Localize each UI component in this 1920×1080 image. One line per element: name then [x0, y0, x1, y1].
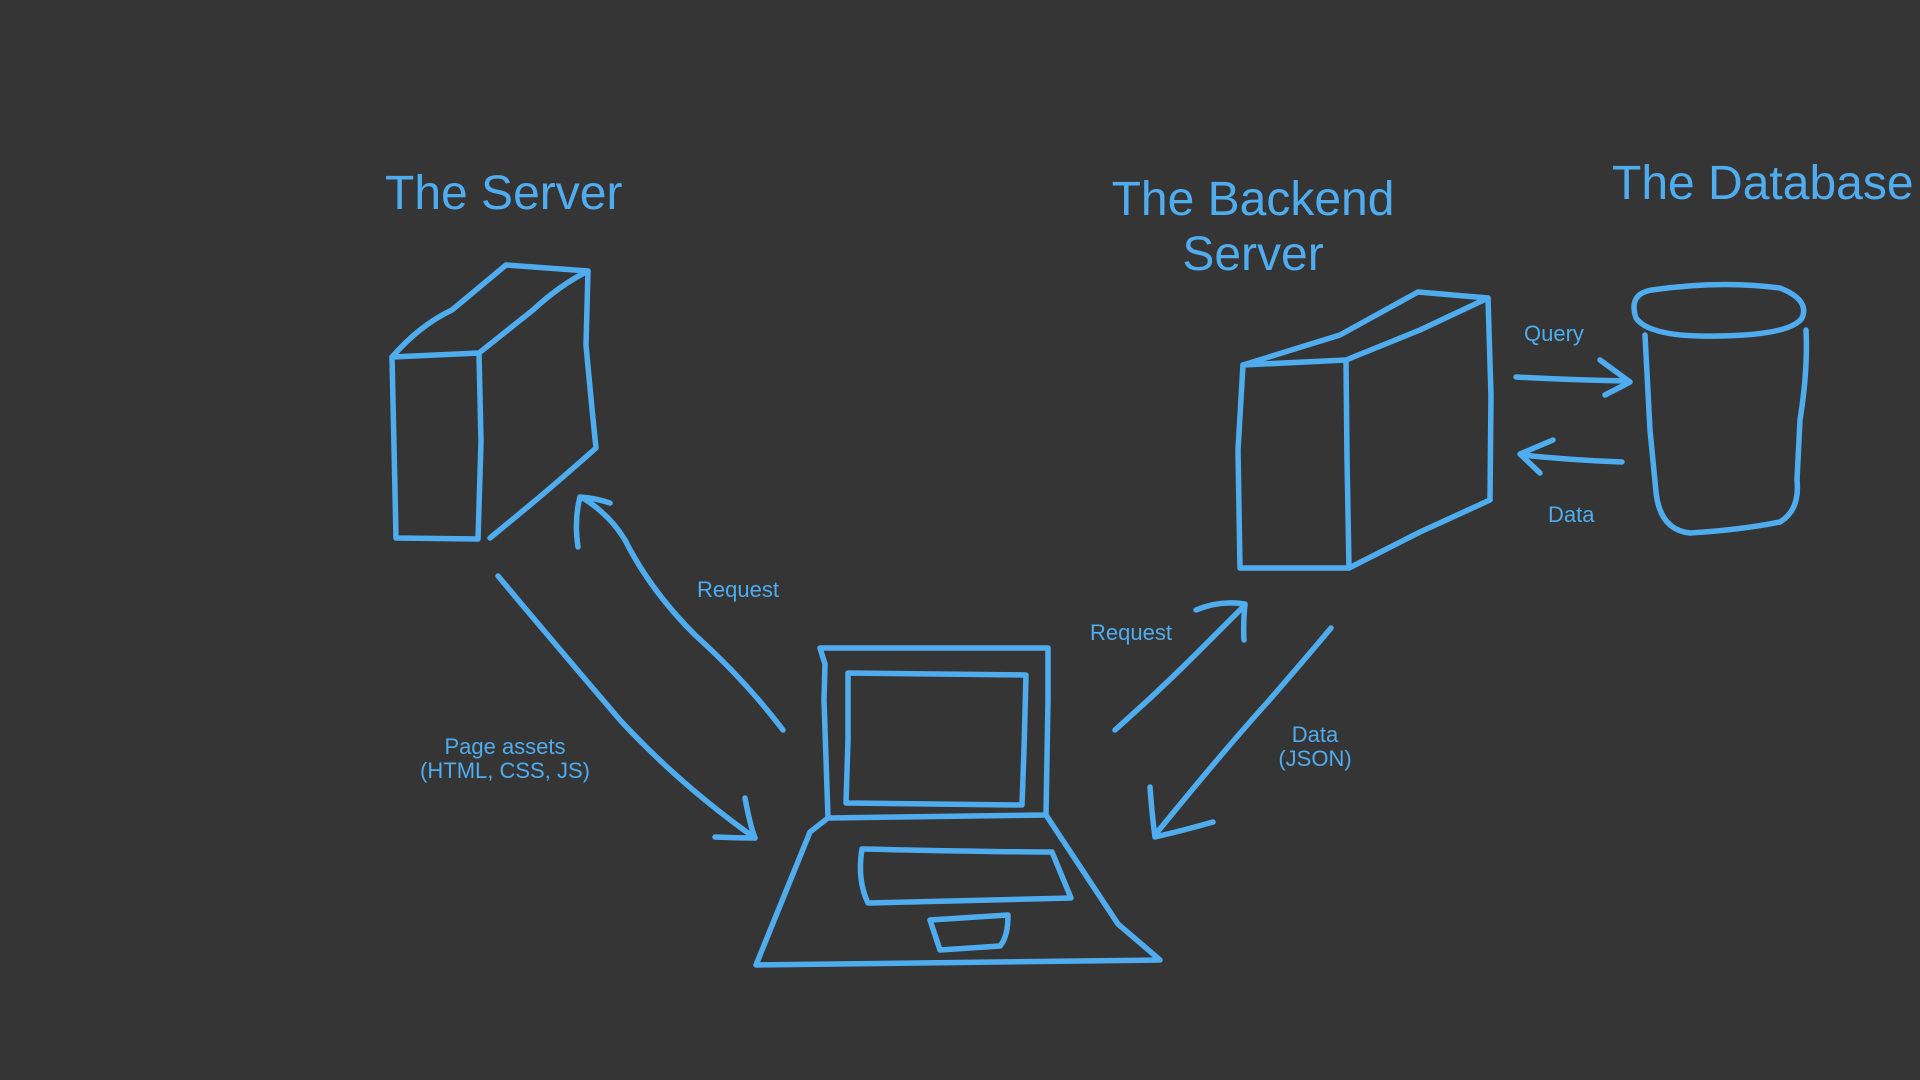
backend-server-title: The Backend Server [1108, 172, 1398, 282]
backend-title-line-1: The Backend [1111, 173, 1395, 226]
database-title: The Database [1612, 157, 1914, 210]
data-json-label: Data (JSON) [1270, 722, 1360, 772]
arrow-query-to-database [1513, 357, 1633, 398]
arrow-data-to-backend [1517, 437, 1625, 476]
backend-server-box-icon [1235, 289, 1494, 571]
arrow-request-to-server [573, 494, 786, 733]
backend-title-line-2: Server [1182, 228, 1324, 282]
data-json-line-1: Data [1291, 722, 1339, 747]
data-db-label: Data [1548, 502, 1595, 527]
server-title: The Server [385, 167, 623, 220]
page-assets-line-1: Page assets [444, 734, 566, 759]
query-label: Query [1524, 321, 1584, 346]
page-assets-line-2: (HTML, CSS, JS) [420, 758, 590, 784]
arrow-data-json-to-client [1147, 625, 1334, 840]
page-assets-label: Page assets (HTML, CSS, JS) [410, 734, 600, 784]
server-box-icon [389, 262, 599, 542]
laptop-icon [753, 645, 1163, 968]
arrow-page-assets-to-client [495, 573, 758, 841]
database-cylinder-icon [1631, 281, 1810, 536]
data-json-line-2: (JSON) [1278, 746, 1352, 772]
arrow-request-to-backend [1112, 600, 1248, 733]
request-backend-label: Request [1090, 620, 1172, 645]
request-server-label: Request [697, 577, 779, 602]
